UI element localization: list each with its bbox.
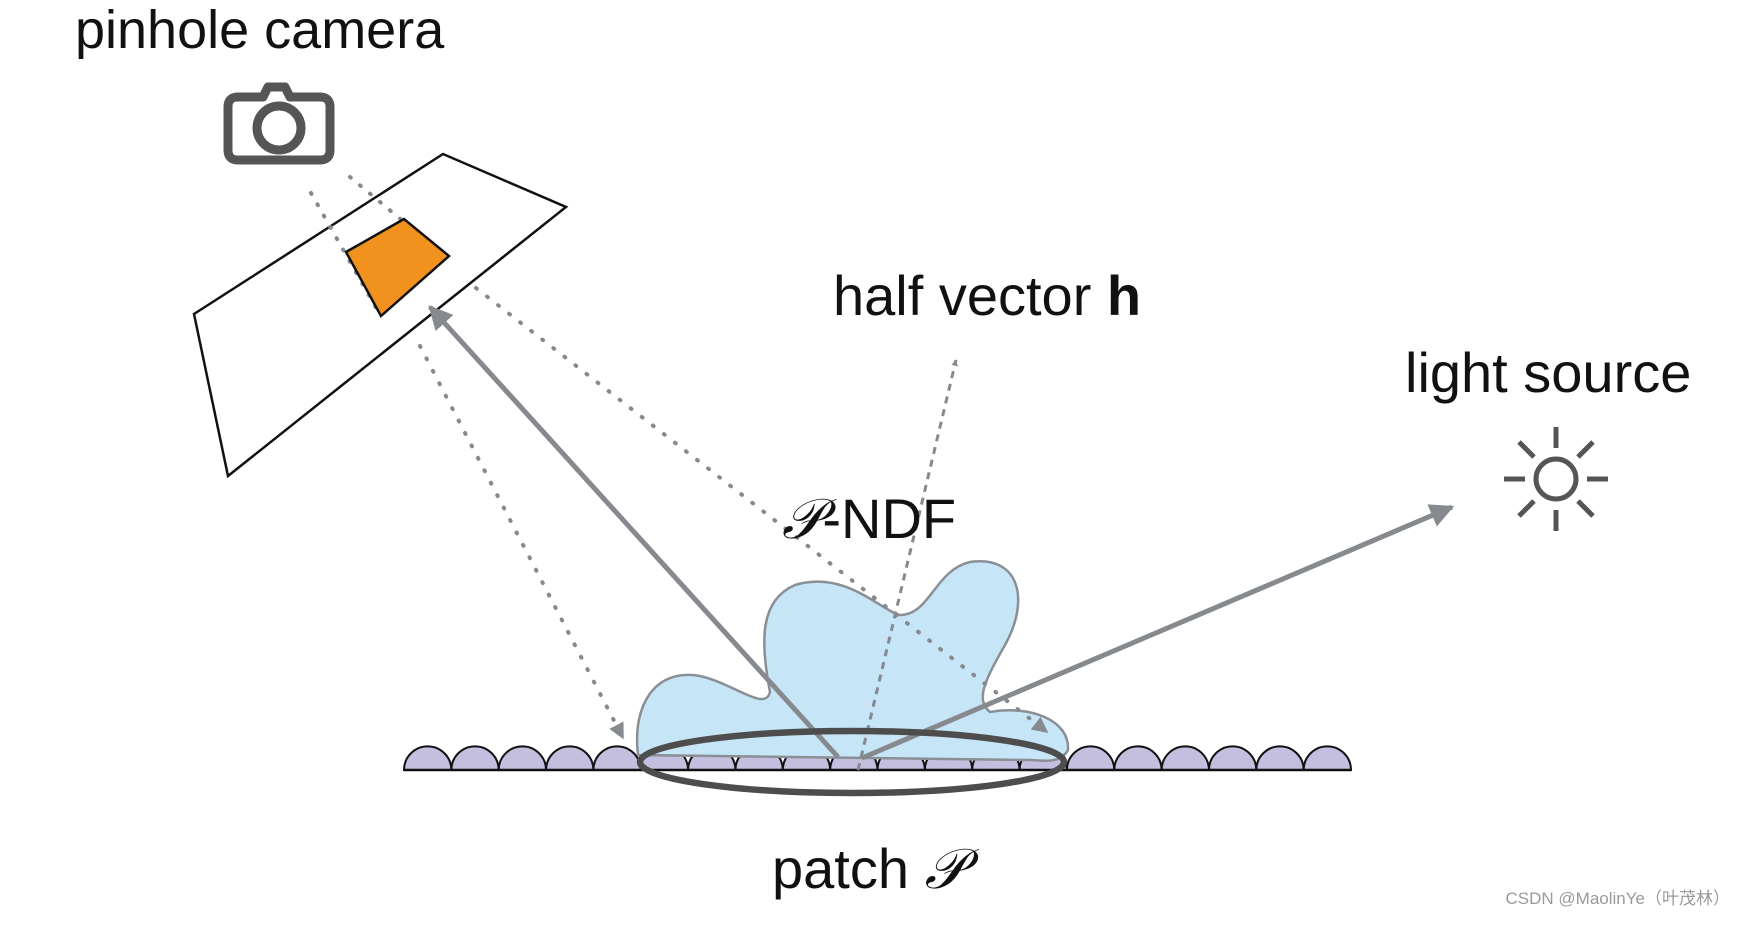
microfacet-bump <box>592 745 642 771</box>
microfacet-bump <box>545 745 595 771</box>
light-direction-arrow <box>861 504 1455 761</box>
microfacet-bump <box>1160 745 1210 771</box>
dotted-ray-to-patch-right <box>474 286 1049 734</box>
pixel-footprint <box>344 217 451 318</box>
sun-icon <box>1504 427 1608 531</box>
microfacet-bump <box>1207 745 1258 771</box>
half-vector-arrow <box>856 359 958 771</box>
camera-icon <box>223 82 335 165</box>
microfacet-surface <box>402 745 1353 771</box>
microfacet-bump <box>1255 745 1305 771</box>
camera-label: pinhole camera <box>75 0 445 60</box>
light-source-label: light source <box>1405 341 1691 404</box>
patch-symbol: 𝒫 <box>925 837 980 902</box>
microfacet-bump <box>450 745 500 771</box>
p-ndf-label: 𝒫-NDF <box>782 487 956 552</box>
microfacet-bump <box>497 745 548 771</box>
microfacet-bump <box>1113 745 1163 771</box>
patch-ellipse <box>636 727 1068 797</box>
p-ndf-lobe <box>635 560 1070 763</box>
microfacet-bump <box>1065 745 1116 771</box>
half-vector-symbol: h <box>1107 264 1141 327</box>
microfacet-bump <box>1302 745 1353 771</box>
patch-label: patch 𝒫 <box>772 837 980 902</box>
view-direction-arrow <box>428 305 840 759</box>
half-vector-label: half vector h <box>833 264 1141 327</box>
watermark-text: CSDN @MaolinYe（叶茂林） <box>1506 889 1730 908</box>
microfacet-bump <box>402 745 453 771</box>
